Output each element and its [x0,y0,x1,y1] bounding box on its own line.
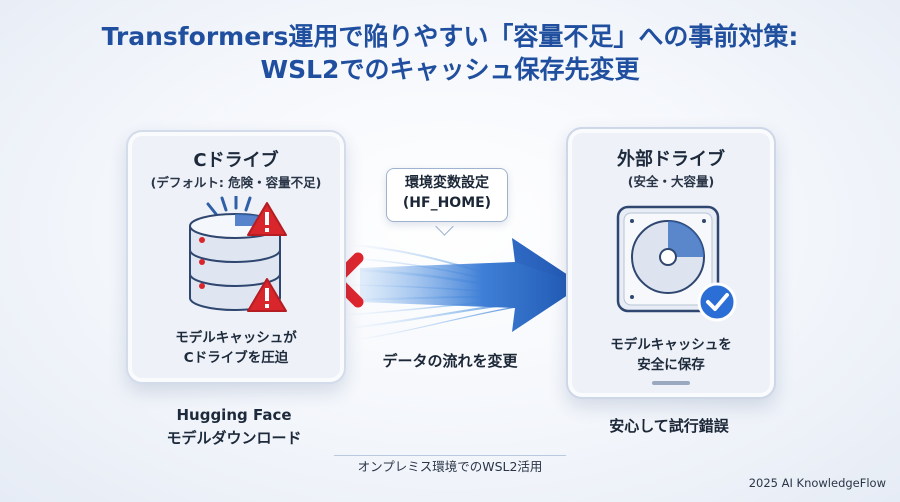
flow-label: データの流れを変更 [382,352,518,370]
page-title: Transformers運用で陥りやすい「容量不足」への事前対策: WSL2での… [0,20,900,86]
external-drive-card: 外部ドライブ (安全・大容量) モデルキャッシュを 安全に保存 [566,127,776,399]
warning-icon [247,278,287,312]
external-drive-caption-line-1: モデルキャッシュを [610,337,732,353]
env-var-line-2: (HF_HOME) [402,195,492,212]
credit-text: 2025 AI KnowledgeFlow [748,476,886,490]
hard-drive-icon [616,205,720,313]
external-drive-subheading: (安全・大容量) [627,174,715,189]
checkmark-icon [697,282,737,322]
warning-icon [247,202,287,236]
title-line-2: WSL2でのキャッシュ保存先変更 [260,55,640,84]
hugging-face-label: Hugging Face モデルダウンロード [126,404,342,449]
c-drive-subheading: (デフォルト: 危険・容量不足) [150,175,322,190]
c-drive-caption-line-2: Cドライブを圧迫 [183,350,289,367]
safe-trial-label: 安心して試行錯誤 [609,417,729,435]
env-var-bubble: 環境変数設定 (HF_HOME) [386,168,508,222]
c-drive-heading: Cドライブ [193,150,279,171]
external-drive-caption: モデルキャッシュを 安全に保存 [568,335,774,376]
bottom-grid [369,380,531,470]
hugging-face-line-1: Hugging Face [176,406,292,424]
drive-status-bar [652,381,690,385]
c-drive-caption: モデルキャッシュが Cドライブを圧迫 [128,328,344,369]
arrow-right-icon [360,238,583,332]
external-drive-heading: 外部ドライブ [617,149,725,170]
c-drive-card: Cドライブ (デフォルト: 危険・容量不足) モデルキャッシュが [126,130,346,384]
c-drive-caption-line-1: モデルキャッシュが [175,330,297,346]
env-var-line-1: 環境変数設定 [405,175,489,191]
footer-caption: オンプレミス環境でのWSL2活用 [334,455,566,478]
title-line-1: Transformers運用で陥りやすい「容量不足」への事前対策: [101,22,799,51]
hugging-face-line-2: モデルダウンロード [166,428,302,447]
external-drive-caption-line-2: 安全に保存 [637,357,705,374]
